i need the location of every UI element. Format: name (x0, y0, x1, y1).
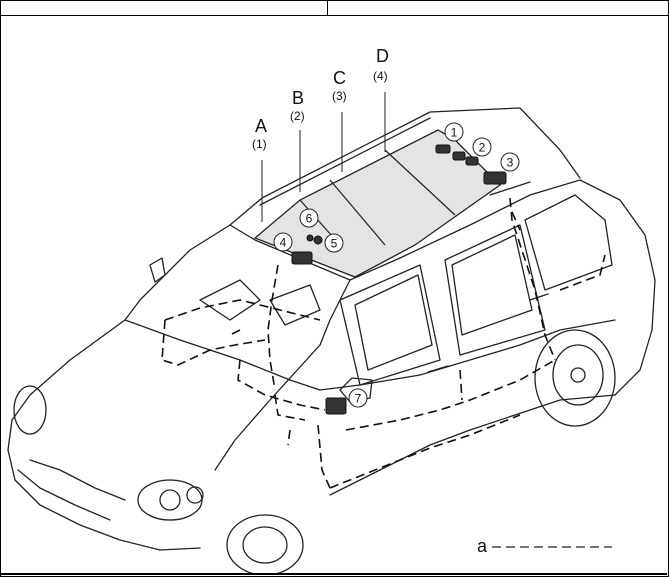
header-cell-left (1, 1, 328, 15)
svg-text:1: 1 (451, 126, 458, 140)
zone-b-number: (2) (290, 109, 305, 123)
zone-a-letter: A (255, 116, 267, 136)
panel-divider-bc (329, 179, 386, 246)
component-6 (306, 234, 314, 242)
vehicle-diagram: A (1) B (2) C (3) D (4) 1 2 3 6 5 (7, 46, 656, 573)
callout-7: 7 (348, 388, 368, 408)
bottom-rule (0, 573, 667, 575)
callout-4: 4 (273, 232, 293, 252)
svg-text:6: 6 (306, 212, 313, 226)
zone-a-number: (1) (252, 137, 267, 151)
legend-symbol: a (477, 536, 488, 556)
zone-d-number: (4) (373, 69, 388, 83)
svg-text:3: 3 (507, 156, 514, 170)
zone-leaders (261, 92, 386, 222)
zone-b-letter: B (292, 88, 304, 108)
components (291, 144, 507, 415)
legend: a (477, 536, 612, 556)
svg-text:4: 4 (280, 236, 287, 250)
component-7 (325, 397, 347, 415)
callout-3: 3 (500, 152, 520, 172)
svg-text:5: 5 (331, 237, 338, 251)
callouts: 1 2 3 6 5 4 7 (273, 122, 520, 408)
svg-text:7: 7 (355, 392, 362, 406)
callout-6: 6 (299, 208, 319, 228)
callout-5: 5 (324, 233, 344, 253)
header-cell-right (328, 1, 668, 15)
panel-divider-cd (384, 149, 456, 216)
zone-c-letter: C (333, 68, 346, 88)
zone-c-number: (3) (332, 89, 347, 103)
component-4 (291, 251, 313, 265)
wiring-harness (161, 197, 606, 489)
zone-labels: A (1) B (2) C (3) D (4) (252, 46, 389, 151)
component-2b (465, 156, 479, 166)
car-outline (7, 107, 656, 573)
component-2a (452, 151, 466, 161)
zone-d-letter: D (376, 46, 389, 66)
svg-text:2: 2 (479, 141, 486, 155)
callout-2: 2 (472, 137, 492, 157)
header-row (1, 1, 668, 16)
component-5 (313, 235, 323, 245)
callout-1: 1 (444, 122, 464, 142)
component-1 (435, 144, 451, 154)
component-3 (483, 171, 507, 185)
